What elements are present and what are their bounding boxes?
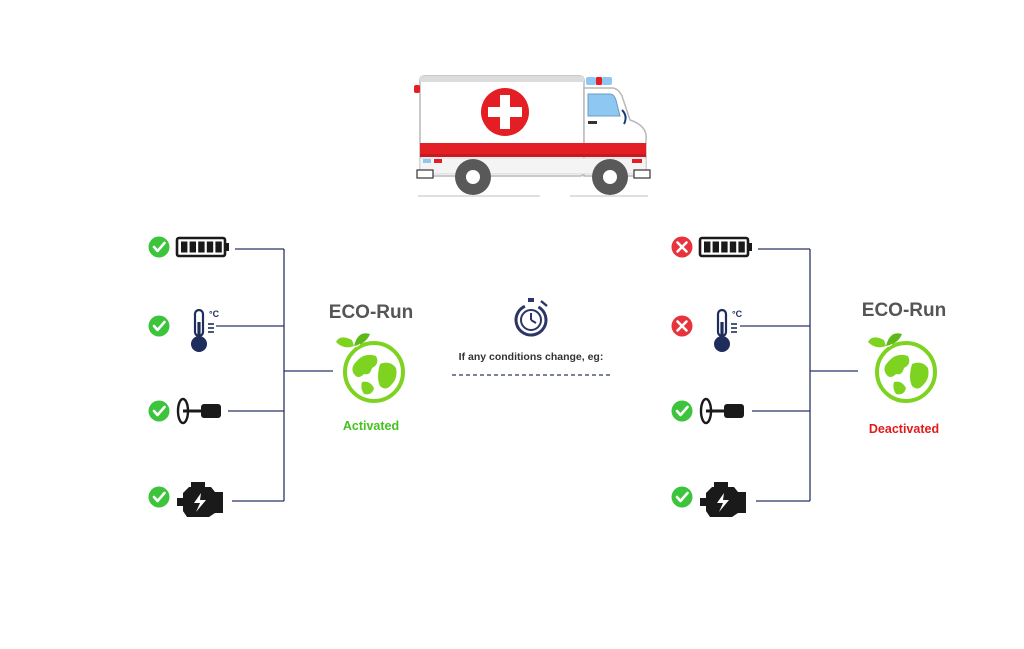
engine-icon [177,482,223,517]
thermometer-icon: °C [714,308,743,352]
left-connector-lines [216,248,333,502]
left-conditions: °C [148,236,229,517]
engine-icon [700,482,746,517]
eco-globe-icon-left [336,333,405,403]
condition-row: °C [671,308,743,352]
left-eco-title: ECO-Run [328,302,414,323]
ignition-key-icon [699,397,744,425]
thermometer-unit-label: °C [209,309,220,319]
condition-row [148,236,229,258]
condition-row [671,482,746,517]
condition-row [671,236,752,258]
right-connector-lines [740,248,858,502]
stopwatch-icon [514,298,548,337]
right-eco-status: Deactivated [868,422,940,436]
check-icon [671,486,693,508]
cross-icon [671,315,693,337]
check-icon [148,315,170,337]
battery-icon [175,236,229,258]
battery-icon [698,236,752,258]
check-icon [148,236,170,258]
condition-row: °C [148,308,220,352]
condition-row [148,482,223,517]
check-icon [148,400,170,422]
right-conditions: °C [671,236,752,517]
condition-row [671,397,744,425]
check-icon [671,400,693,422]
left-eco-status: Activated [342,419,400,433]
ambulance-icon [414,75,651,197]
eco-globe-icon-right [868,333,937,403]
thermometer-icon: °C [191,308,220,352]
center-caption: If any conditions change, eg: [458,351,604,363]
condition-row [148,397,221,425]
check-icon [148,486,170,508]
cross-icon [671,236,693,258]
thermometer-unit-label: °C [732,309,743,319]
ignition-key-icon [176,397,221,425]
right-eco-title: ECO-Run [861,300,947,321]
